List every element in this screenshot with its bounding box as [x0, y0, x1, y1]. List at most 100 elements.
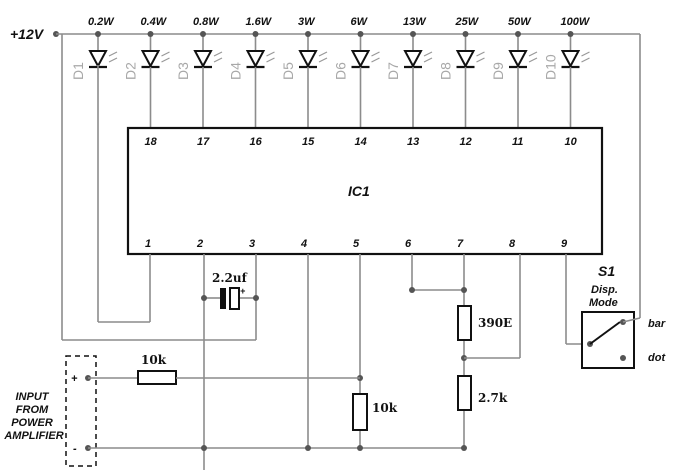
light-arrow-icon [528, 51, 538, 57]
led-power-label: 6W [351, 16, 369, 28]
switch-bar-label: bar [648, 318, 666, 330]
ic1-pin-17: 17 [197, 136, 210, 148]
led-ref-label: D3 [175, 62, 191, 80]
light-arrow-icon [213, 57, 223, 63]
led-rail-node [357, 31, 364, 37]
led-ref-label: D10 [543, 54, 559, 80]
diode-triangle-icon [508, 50, 528, 69]
cap-node-right [253, 295, 259, 301]
light-arrow-icon [266, 57, 275, 63]
switch-lever [589, 321, 621, 345]
ic1-pin-5: 5 [353, 238, 360, 250]
diode-triangle-icon [455, 50, 476, 69]
resistor-2k7 [457, 375, 472, 411]
ic1-pin-9: 9 [561, 238, 568, 250]
diode-triangle-icon [350, 50, 371, 69]
input-label-line: POWER [11, 417, 53, 429]
light-arrow-icon [161, 57, 170, 63]
light-arrow-icon [318, 57, 328, 63]
resistor-2k7-value: 2.7k [478, 391, 508, 405]
input-connector-box [65, 355, 97, 467]
light-arrow-icon [213, 51, 223, 57]
light-arrow-icon [528, 57, 538, 63]
led-rail-node [252, 31, 259, 37]
capacitor-plus: + [240, 286, 246, 296]
ic1-pin-4: 4 [300, 238, 307, 250]
ic1-pin-8: 8 [509, 238, 516, 250]
diode-triangle-icon [245, 50, 266, 69]
ic1-pin-14: 14 [355, 136, 367, 148]
led-ref-label: D6 [333, 62, 349, 80]
light-arrow-icon [161, 51, 170, 57]
switch-ref: S1 [598, 263, 615, 279]
ic1-label: IC1 [348, 183, 370, 199]
led-ref-label: D7 [385, 62, 401, 80]
switch-dot-label: dot [648, 352, 666, 364]
led-rail-node [410, 31, 416, 37]
pin6-node [409, 287, 415, 293]
ic1-pin-3: 3 [249, 238, 255, 250]
led-rail-node [95, 31, 101, 37]
ic1-pin-1: 1 [145, 238, 151, 250]
led-d5: 3W D5 [280, 16, 328, 128]
capacitor-value: 2.2uf [212, 271, 248, 285]
resistor-390e-value: 390E [478, 316, 512, 330]
led-d6: 6W D6 [333, 16, 380, 128]
ic1-pin-7: 7 [457, 238, 464, 250]
ic1-pin-2: 2 [196, 238, 203, 250]
diode-triangle-icon [140, 50, 161, 69]
light-arrow-icon [266, 51, 275, 57]
ground-node-4 [461, 445, 467, 451]
resistor-390e [457, 305, 472, 341]
light-arrow-icon [423, 51, 433, 57]
ic1-pin-15: 15 [302, 136, 315, 148]
ic1-pin-18: 18 [145, 136, 158, 148]
led-power-label: 0.8W [193, 16, 220, 28]
led-rail-node [515, 31, 521, 37]
light-arrow-icon [108, 51, 118, 57]
light-arrow-icon [371, 51, 380, 57]
led-d4: 1.6W D4 [228, 16, 275, 128]
led-power-label: 0.4W [141, 16, 168, 28]
input-label: INPUT FROM POWER AMPLIFIER [3, 391, 63, 442]
ground-node-3 [357, 445, 363, 451]
led-power-label: 13W [403, 16, 427, 28]
resistor-10k-input-value: 10k [141, 353, 167, 367]
ic1-pin-6: 6 [405, 238, 412, 250]
input-label-line: AMPLIFIER [3, 430, 63, 442]
led-ref-label: D5 [280, 62, 296, 80]
light-arrow-icon [108, 57, 118, 63]
input-minus-label: - [73, 443, 77, 455]
led-rail-node [305, 31, 311, 37]
resistor-10k-vertical-value: 10k [372, 401, 398, 415]
led-d3: 0.8W D3 [175, 16, 223, 128]
diode-triangle-icon [88, 50, 108, 69]
diode-triangle-icon [560, 50, 581, 69]
led-power-label: 1.6W [246, 16, 273, 28]
led-power-label: 25W [455, 16, 480, 28]
ic1-pin-13: 13 [407, 136, 419, 148]
cap-node-left [201, 295, 207, 301]
led-ref-label: D4 [228, 62, 244, 80]
ic1-pin-10: 10 [565, 136, 578, 148]
light-arrow-icon [423, 57, 433, 63]
ground-node-1 [201, 445, 207, 451]
led-power-label: 3W [298, 16, 316, 28]
input-plus-label: + [71, 373, 78, 385]
diode-triangle-icon [193, 50, 213, 69]
capacitor-positive-plate [229, 287, 240, 310]
capacitor-negative-plate [220, 288, 226, 309]
led-d7: 13W D7 [385, 16, 433, 128]
ic1-pin-12: 12 [460, 136, 472, 148]
input-label-line: FROM [16, 404, 49, 416]
ground-node-2 [305, 445, 311, 451]
input-label-line: INPUT [16, 391, 50, 403]
led-ref-label: D1 [70, 62, 86, 80]
light-arrow-icon [476, 57, 485, 63]
